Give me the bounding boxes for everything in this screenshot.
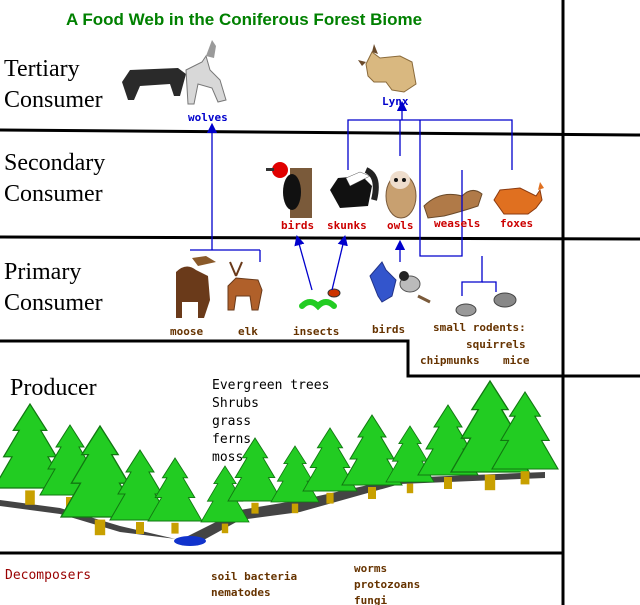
label-secondary-birds: birds — [281, 219, 315, 232]
level-tertiary: Tertiary Consumer — [4, 56, 103, 113]
label-mice: mice — [503, 354, 530, 367]
fox-image — [493, 182, 544, 215]
chickadee-image — [399, 271, 431, 304]
skunk-image — [330, 167, 379, 208]
label-wolves: wolves — [188, 111, 228, 124]
diagram-title: A Food Web in the Coniferous Forest Biom… — [66, 10, 423, 29]
stream — [174, 536, 206, 546]
weasel-image — [423, 190, 483, 219]
decomposers-heading: Decomposers — [5, 568, 92, 583]
level-producer: Producer — [10, 375, 97, 401]
label-chipmunks: chipmunks — [420, 354, 480, 367]
decomposers-list-1: soil bacteria nematodes — [211, 570, 298, 599]
label-weasels: weasels — [434, 217, 481, 230]
label-moose: moose — [170, 325, 204, 338]
label-primary-birds: birds — [372, 323, 406, 336]
producer-list: Evergreen trees Shrubs grass ferns moss — [212, 378, 330, 465]
food-web-arrows — [190, 100, 513, 296]
separator-primary — [0, 339, 640, 378]
label-squirrels: squirrels — [466, 338, 526, 351]
woodpecker-image — [266, 162, 312, 218]
rodent-images — [455, 292, 517, 317]
beetle-image — [327, 288, 341, 298]
label-lynx: Lynx — [382, 95, 409, 108]
label-skunks: skunks — [327, 219, 367, 232]
label-small-rodents: small rodents: — [433, 321, 526, 334]
level-secondary: Secondary Consumer — [4, 150, 106, 207]
blue-jay-image — [369, 261, 397, 303]
moose-image — [176, 256, 216, 318]
separator-secondary — [0, 235, 640, 241]
caterpillar-image — [299, 299, 337, 311]
separator-tertiary — [0, 128, 640, 137]
wolves-image — [122, 40, 227, 105]
label-insects: insects — [293, 325, 340, 338]
lynx-image — [358, 44, 417, 93]
label-foxes: foxes — [500, 217, 534, 230]
decomposers-list-2: worms protozoans fungi — [354, 562, 421, 605]
owl-image — [385, 171, 417, 219]
label-elk: elk — [238, 325, 258, 338]
level-primary: Primary Consumer — [4, 259, 103, 316]
elk-image — [227, 261, 263, 311]
label-owls: owls — [387, 219, 414, 232]
